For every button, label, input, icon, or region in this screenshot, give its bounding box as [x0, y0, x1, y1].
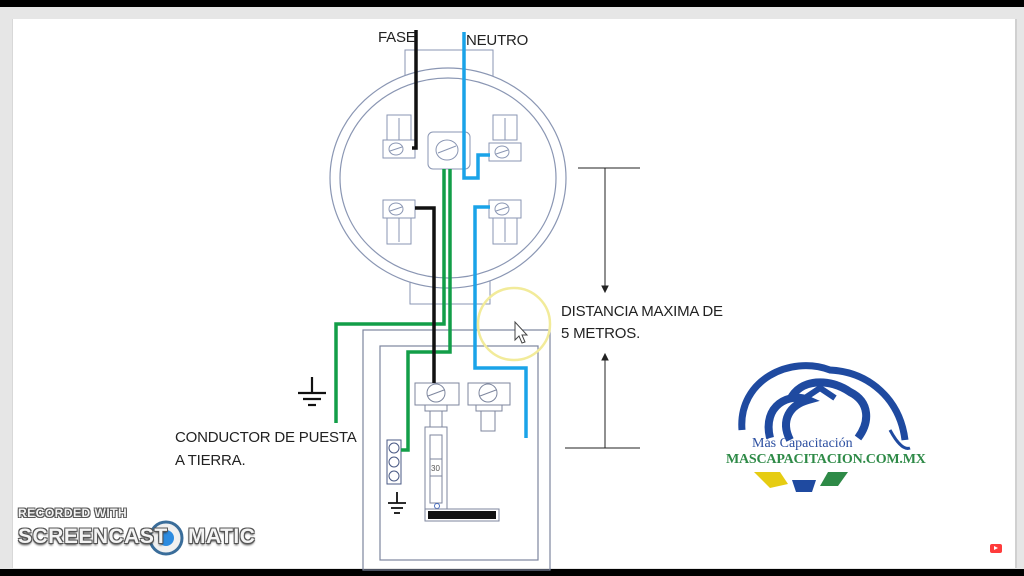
distance-label-line2: 5 METROS.: [561, 325, 641, 342]
panel-neutral-lug: [467, 382, 511, 432]
phase-wire-in: [412, 30, 418, 150]
cursor-highlight: [476, 286, 552, 362]
phase-label: FASE: [378, 29, 416, 46]
panel-phase-lug: [414, 382, 460, 428]
meter-jaw-bottom-right: [488, 199, 522, 245]
mas-capacitacion-logo-mark: [738, 362, 911, 492]
phase-wire-out: [415, 206, 436, 383]
ground-symbol-panel: [388, 492, 406, 514]
neutral-wire-out: [473, 205, 528, 438]
ground-conductor-label-line2: A TIERRA.: [175, 452, 246, 469]
panel-outer-box: [362, 329, 551, 571]
distance-label-line1: DISTANCIA MAXIMA DE: [561, 303, 723, 320]
meter-jaw-top-right: [488, 114, 522, 162]
neutral-wire-in: [462, 32, 490, 180]
breaker-30a: [424, 426, 448, 512]
watermark-recorded-with: RECORDED WITH: [18, 506, 128, 520]
ground-bar: [386, 439, 402, 485]
mouse-cursor-icon: [514, 320, 529, 344]
ground-conductor-label-line1: CONDUCTOR DE PUESTA: [175, 429, 357, 446]
ground-symbol-left: [298, 377, 326, 407]
logo-url: MASCAPACITACION.COM.MX: [726, 452, 926, 467]
panel-inner-box: [379, 345, 539, 561]
meter-outer-ring: [329, 67, 567, 289]
neutral-label: NEUTRO: [466, 32, 529, 49]
meter-jaw-bottom-left: [382, 199, 416, 245]
watermark-brand-left: SCREENCAST: [18, 525, 168, 548]
screencast-matic-logo-icon: [148, 520, 184, 556]
meter-inner-ring: [339, 77, 557, 279]
player-bottom-bar: [0, 569, 1024, 576]
ground-wire-panel: [401, 169, 452, 452]
ground-wire-main: [334, 169, 446, 423]
watermark-brand-right: MATIC: [188, 525, 256, 548]
logo-tagline: Más Capacitación: [752, 436, 853, 451]
meter-jaw-top-left: [382, 114, 416, 159]
youtube-icon[interactable]: [990, 544, 1002, 553]
breaker-rating-label: 30: [431, 464, 440, 473]
distance-dimension: [565, 167, 640, 449]
bus-bar: [428, 511, 496, 519]
